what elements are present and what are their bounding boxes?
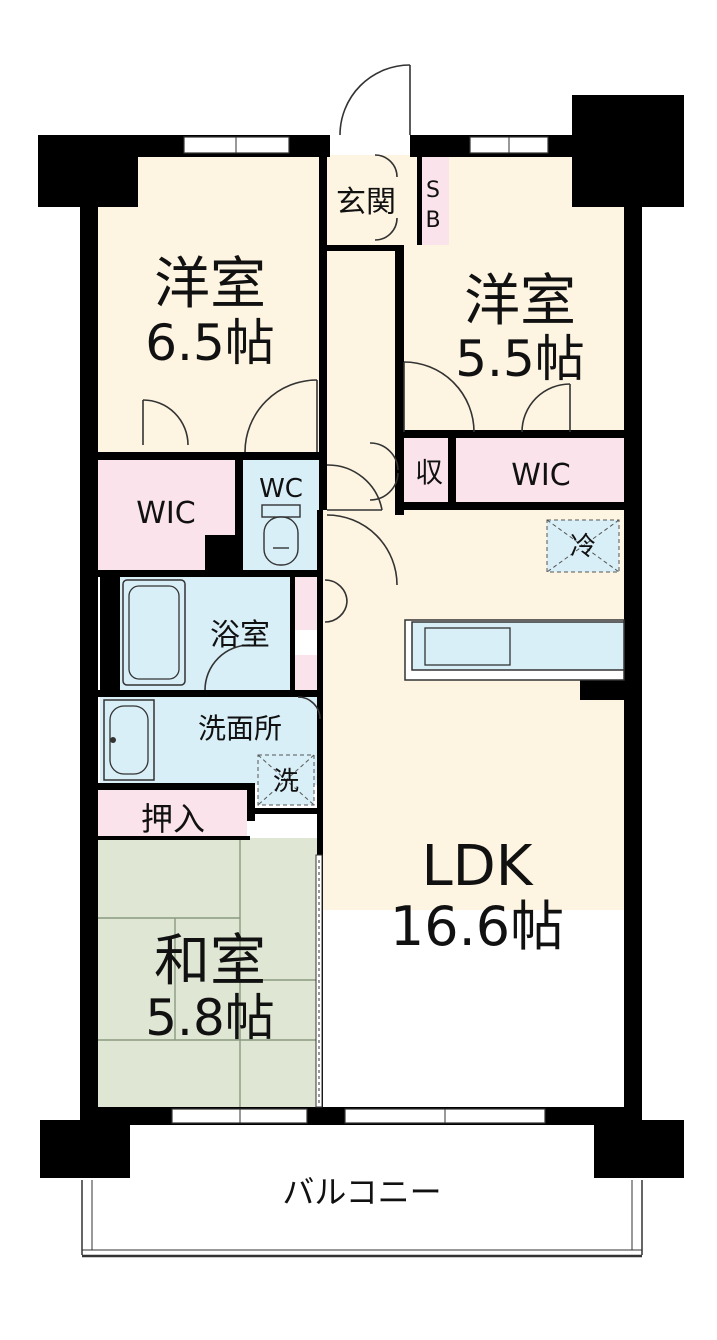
label-storage: 収 [415,456,443,489]
floor-ldk [322,510,626,910]
floor-wic-2 [455,436,626,502]
kitchen-counter [404,619,625,681]
label-washroom: 洗面所 [198,712,282,745]
room-name-western-2: 洋室 [464,269,576,334]
fridge-space [546,519,620,573]
label-washer: 洗 [273,767,299,797]
balcony [81,1180,643,1258]
floor-shoe-box [417,155,449,245]
floor-pipe-space-2 [295,655,317,695]
windows [171,136,549,1124]
room-name-japanese: 和室 [154,929,266,994]
room-size-ldk: 16.6帖 [390,895,564,958]
toilet [261,504,301,566]
label-entrance: 玄関 [336,185,396,220]
label-closet: 押入 [141,800,205,838]
room-size-western-1: 6.5帖 [145,314,275,372]
floor-storage [404,436,454,502]
room-name-western-1: 洋室 [154,252,266,317]
floor-hallway [327,245,402,515]
window-mullions [235,137,510,1123]
label-wic-1: WIC [136,496,195,531]
label-shoe-box-b: B [425,208,440,233]
tatami-lines [97,838,319,1108]
label-wic-2: WIC [511,458,570,493]
room-size-western-2: 5.5帖 [455,330,585,388]
floor-japanese-room [97,838,319,1108]
floor-pipe-space-1 [295,575,317,630]
washer-space [257,754,315,806]
room-size-japanese: 5.8帖 [145,989,275,1047]
label-bath: 浴室 [210,618,270,653]
floor-closet [97,790,247,838]
room-name-ldk: LDK [421,834,533,899]
label-shoe-box-s: S [426,178,440,203]
label-wc: WC [259,474,303,504]
sliding-door [315,854,323,1108]
label-fridge: 冷 [570,532,596,562]
bathtub [122,579,186,686]
label-balcony: バルコニー [282,1173,441,1211]
doors [142,64,571,720]
wash-basin [103,699,155,781]
